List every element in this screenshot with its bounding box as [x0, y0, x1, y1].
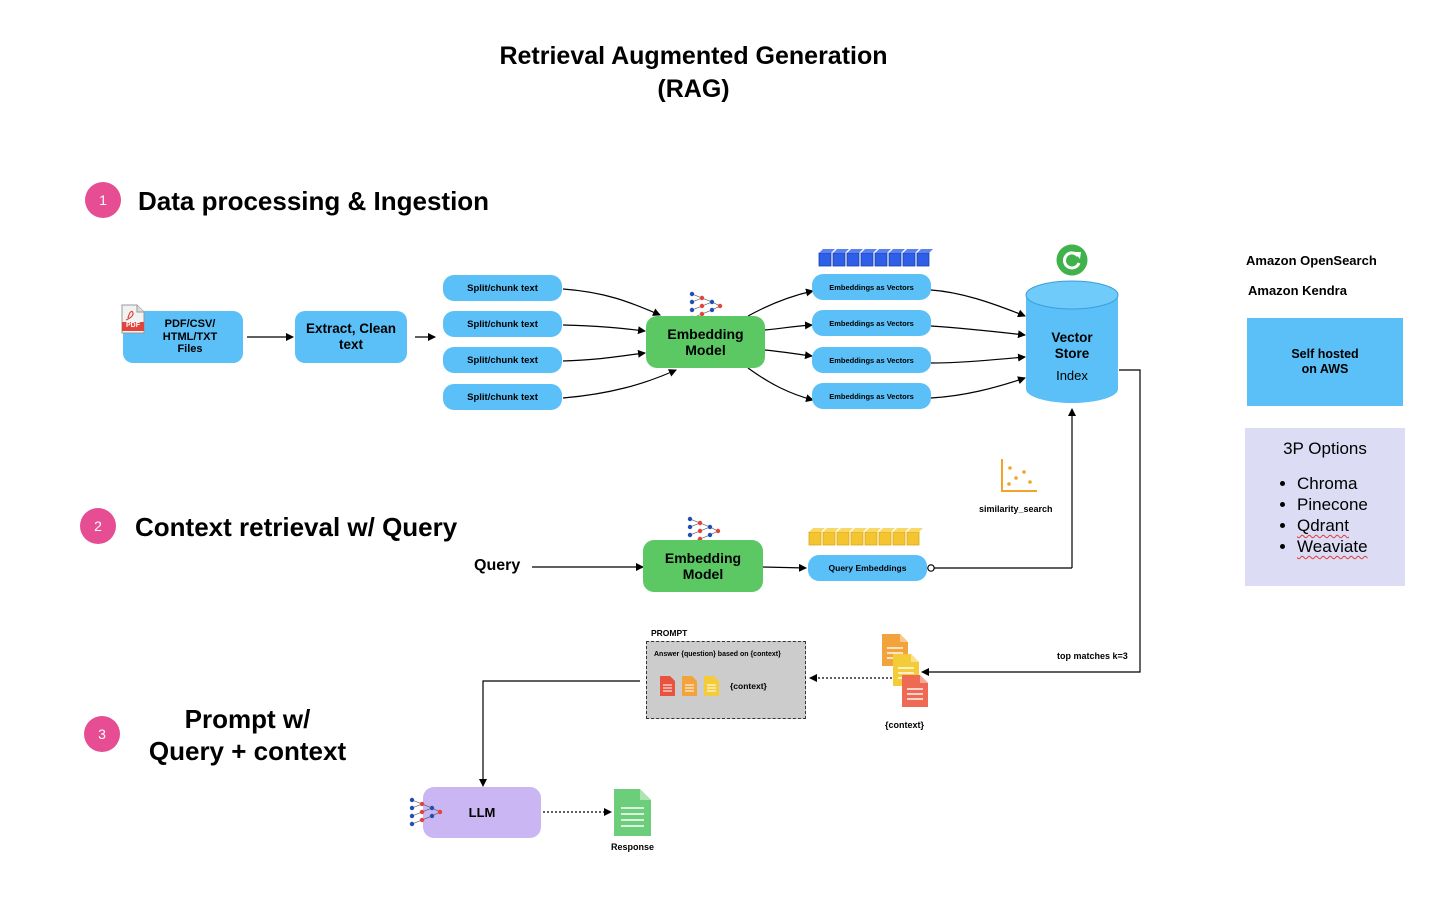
scatter-plot-icon [1000, 458, 1038, 494]
list-item: Pinecone [1297, 494, 1405, 515]
self-hosted-box: Self hosted on AWS [1247, 318, 1403, 406]
prompt-context-token: {context} [730, 681, 767, 691]
query-label: Query [474, 557, 521, 574]
arrow-chunk4-to-model [562, 369, 677, 399]
context-docs-label: {context} [885, 720, 925, 730]
vector-store-title: Vector Store [1051, 330, 1093, 361]
chunk-box-4: Split/chunk text [443, 384, 562, 410]
prompt-doc-icon-yellow [703, 675, 720, 702]
list-item: Qdrant [1297, 515, 1405, 536]
chunk-box-3: Split/chunk text [443, 347, 562, 373]
arrow-chunk2-to-model [562, 324, 646, 335]
vector-store-cylinder [1025, 280, 1119, 404]
neural-network-icon [408, 796, 444, 828]
response-label: Response [611, 842, 655, 852]
refresh-icon [1056, 244, 1088, 276]
arrow-model-to-vec4 [747, 367, 814, 403]
arrow-model-to-vec1 [747, 288, 814, 317]
similarity-search-label: similarity_search [979, 504, 1053, 514]
third-party-list: Chroma Pinecone Qdrant Weaviate [1245, 473, 1405, 557]
step-badge-3: 3 [84, 716, 120, 752]
vector-strip-icon [818, 249, 936, 267]
arrow-vec2-to-store [930, 325, 1026, 339]
section-title-prompt: Prompt w/ Query + context [148, 704, 347, 766]
document-icon-red [901, 674, 929, 713]
option-amazon-kendra: Amazon Kendra [1248, 283, 1347, 298]
third-party-title: 3P Options [1283, 439, 1367, 458]
arrow-store-to-context [921, 369, 1141, 676]
embedding-model-ingestion: Embedding Model [646, 316, 765, 368]
arrow-model-to-vec2 [764, 321, 813, 331]
arrow-model-to-query-embeddings [762, 563, 807, 572]
step-badge-2: 2 [80, 508, 116, 544]
pdf-badge: PDF [126, 322, 140, 329]
step-badge-1: 1 [85, 182, 121, 218]
option-amazon-opensearch: Amazon OpenSearch [1246, 253, 1377, 268]
arrow-chunk3-to-model [562, 349, 646, 362]
query-vector-strip-icon [808, 528, 926, 546]
vector-box-2: Embeddings as Vectors [812, 310, 931, 336]
third-party-options-box: 3P Options Chroma Pinecone Qdrant Weavia… [1245, 428, 1405, 586]
section-title-retrieval: Context retrieval w/ Query [135, 512, 458, 542]
list-item: Chroma [1297, 473, 1405, 494]
llm-box: LLM [423, 787, 541, 838]
query-embeddings-box: Query Embeddings [808, 555, 927, 581]
section-title-ingestion: Data processing & Ingestion [138, 186, 490, 216]
arrow-model-to-vec3 [764, 349, 813, 360]
arrow-prompt-to-llm [479, 680, 640, 787]
vector-box-3: Embeddings as Vectors [812, 347, 931, 373]
list-item: Weaviate [1297, 536, 1405, 557]
vector-box-4: Embeddings as Vectors [812, 383, 931, 409]
prompt-doc-icon-orange [681, 675, 698, 702]
arrow-vec4-to-store [930, 376, 1026, 399]
vector-box-1: Embeddings as Vectors [812, 274, 931, 300]
pdf-file-icon [121, 304, 145, 334]
top-matches-label: top matches k=3 [1057, 651, 1128, 661]
chunk-box-2: Split/chunk text [443, 311, 562, 337]
arrow-vec1-to-store [930, 289, 1026, 318]
vector-store-index: Index [1056, 368, 1088, 383]
response-document-icon [613, 788, 652, 842]
chunk-box-1: Split/chunk text [443, 275, 562, 301]
prompt-header: PROMPT [651, 628, 688, 638]
embedding-model-retrieval: Embedding Model [643, 540, 763, 592]
prompt-doc-icon-red [659, 675, 676, 702]
prompt-template: Answer {question} based on {context} [654, 651, 781, 658]
arrow-vec3-to-store [930, 353, 1026, 364]
diagram-title: Retrieval Augmented Generation (RAG) [499, 42, 888, 103]
arrow-chunk1-to-model [562, 288, 661, 316]
extract-clean-box: Extract, Clean text [295, 311, 407, 363]
